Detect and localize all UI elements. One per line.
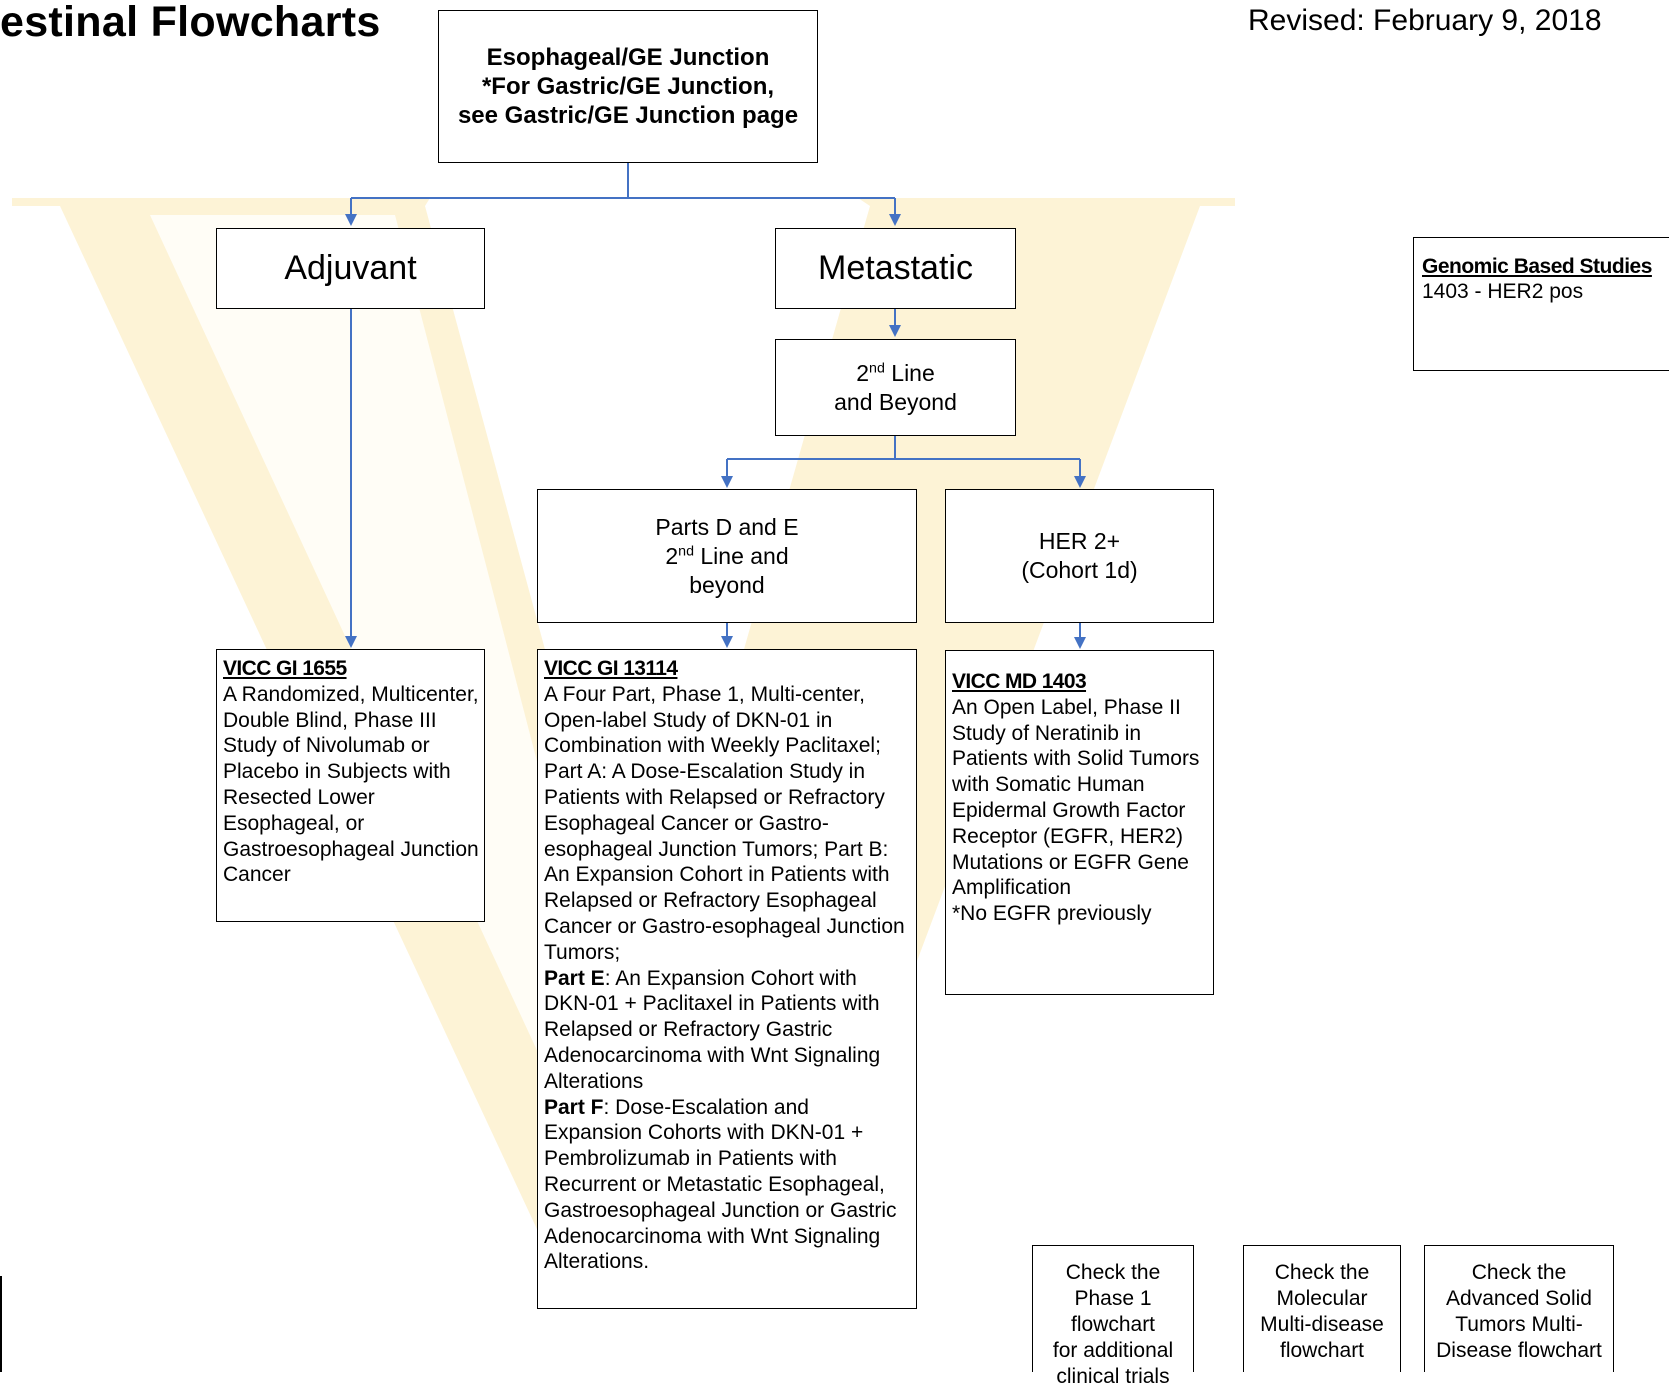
check-advanced-l4: Disease flowchart bbox=[1436, 1339, 1602, 1362]
metastatic-label: Metastatic bbox=[818, 249, 973, 287]
part-f-text: : Dose-Escalation and Expansion Cohorts … bbox=[544, 1095, 897, 1274]
parts-de-line-2-rest: Line and bbox=[694, 542, 789, 569]
study-id-gi1655: VICC GI 1655 bbox=[223, 657, 347, 680]
study-part-e: Part E: An Expansion Cohort with DKN-01 … bbox=[544, 966, 911, 1095]
check-molecular-l3: Multi-disease bbox=[1260, 1313, 1384, 1336]
parts-de-ordinal-num: 2 bbox=[665, 542, 679, 569]
arrowhead-md1403 bbox=[1074, 637, 1086, 649]
arrowhead-second-line bbox=[889, 325, 901, 337]
check-advanced-l2: Advanced Solid bbox=[1446, 1287, 1592, 1310]
study-id-gi13114: VICC GI 13114 bbox=[544, 657, 678, 680]
parts-de-line-3: beyond bbox=[689, 571, 765, 598]
study-desc-gi1655: A Randomized, Multicenter, Double Blind,… bbox=[223, 682, 479, 887]
root-line-3: see Gastric/GE Junction page bbox=[457, 102, 799, 129]
adjuvant-label: Adjuvant bbox=[284, 249, 417, 287]
arrowhead-gi1655 bbox=[345, 636, 357, 648]
second-line-line-2: and Beyond bbox=[834, 388, 957, 415]
study-vicc-gi-1655[interactable]: VICC GI 1655 A Randomized, Multicenter, … bbox=[216, 649, 485, 922]
arrowhead-adjuvant bbox=[345, 214, 357, 226]
study-id-md1403: VICC MD 1403 bbox=[952, 670, 1087, 693]
adjuvant-node[interactable]: Adjuvant bbox=[216, 228, 485, 309]
arrowheads bbox=[345, 214, 1086, 649]
second-line-node[interactable]: 2nd Line and Beyond bbox=[775, 339, 1016, 436]
parts-de-line-1: Parts D and E bbox=[655, 513, 799, 540]
check-advanced-l1: Check the bbox=[1471, 1261, 1567, 1284]
study-desc-md1403: An Open Label, Phase II Study of Neratin… bbox=[952, 695, 1200, 900]
check-molecular-flowchart[interactable]: Check the Molecular Multi-disease flowch… bbox=[1243, 1245, 1401, 1372]
check-phase1-flowchart[interactable]: Check the Phase 1 flowchart for addition… bbox=[1032, 1245, 1194, 1388]
check-advanced-l3: Tumors Multi- bbox=[1455, 1313, 1583, 1336]
study-part-f: Part F: Dose-Escalation and Expansion Co… bbox=[544, 1095, 911, 1276]
metastatic-node[interactable]: Metastatic bbox=[775, 228, 1016, 309]
arrowhead-her2 bbox=[1074, 476, 1086, 488]
part-e-text: : An Expansion Cohort with DKN-01 + Pacl… bbox=[544, 966, 881, 1093]
her2-line-1: HER 2+ bbox=[1038, 528, 1121, 554]
study-note-md1403: *No EGFR previously bbox=[952, 902, 1152, 926]
check-phase1-l3: for additional bbox=[1052, 1339, 1174, 1362]
root-node-esophageal[interactable]: Esophageal/GE Junction *For Gastric/GE J… bbox=[438, 10, 818, 163]
second-line-ordinal-num: 2 bbox=[856, 359, 870, 386]
study-vicc-gi-13114[interactable]: VICC GI 13114 A Four Part, Phase 1, Mult… bbox=[537, 649, 917, 1309]
parts-de-node[interactable]: Parts D and E 2nd Line and beyond bbox=[537, 489, 917, 623]
revised-date: Revised: February 9, 2018 bbox=[1248, 4, 1602, 37]
part-e-label: Part E bbox=[544, 966, 605, 990]
parts-de-line-2: 2nd Line and bbox=[665, 542, 788, 571]
check-molecular-l2: Molecular bbox=[1276, 1287, 1368, 1310]
second-line-ordinal-sup: nd bbox=[869, 359, 885, 376]
her2-line-2: (Cohort 1d) bbox=[1021, 557, 1138, 583]
her2-node[interactable]: HER 2+ (Cohort 1d) bbox=[945, 489, 1214, 623]
check-phase1-l1: Check the bbox=[1065, 1261, 1161, 1284]
check-advanced-solid-flowchart[interactable]: Check the Advanced Solid Tumors Multi- D… bbox=[1424, 1245, 1614, 1372]
second-line-line-1: 2nd Line bbox=[856, 359, 935, 388]
check-phase1-l2: Phase 1 flowchart bbox=[1070, 1287, 1156, 1336]
root-line-2: *For Gastric/GE Junction, bbox=[481, 73, 775, 100]
study-vicc-md-1403[interactable]: VICC MD 1403 An Open Label, Phase II Stu… bbox=[945, 650, 1214, 995]
genomic-studies-box[interactable]: Genomic Based Studies 1403 - HER2 pos bbox=[1413, 237, 1669, 371]
second-line-line-1-rest: Line bbox=[884, 359, 935, 386]
arrowhead-metastatic bbox=[889, 214, 901, 226]
part-f-label: Part F bbox=[544, 1095, 604, 1119]
arrowhead-gi13114 bbox=[721, 636, 733, 648]
arrowhead-parts-de bbox=[721, 476, 733, 488]
genomic-heading: Genomic Based Studies bbox=[1422, 255, 1652, 278]
check-phase1-l4: clinical trials bbox=[1056, 1365, 1170, 1388]
connectors bbox=[350, 162, 1081, 637]
page-title: estinal Flowcharts bbox=[0, 0, 381, 46]
study-desc-gi13114: A Four Part, Phase 1, Multi-center, Open… bbox=[544, 682, 905, 964]
check-molecular-l1: Check the bbox=[1274, 1261, 1370, 1284]
root-line-1: Esophageal/GE Junction bbox=[486, 44, 770, 71]
parts-de-ordinal-sup: nd bbox=[678, 542, 694, 559]
check-molecular-l4: flowchart bbox=[1279, 1339, 1365, 1362]
genomic-item-1403: 1403 - HER2 pos bbox=[1422, 280, 1584, 303]
